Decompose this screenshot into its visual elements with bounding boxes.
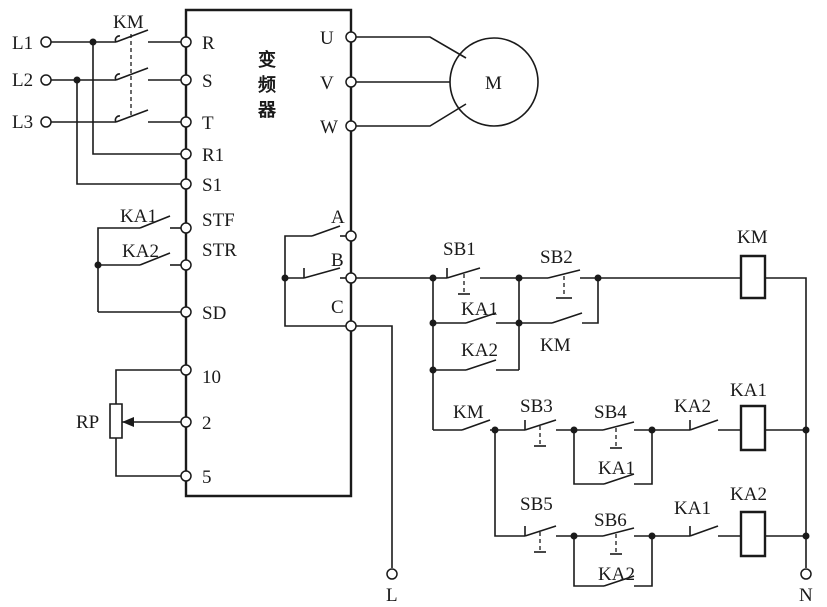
terminal-s-label: S xyxy=(202,71,213,92)
km-coil xyxy=(741,256,765,298)
ka1-stf-contact-label: KA1 xyxy=(120,206,157,227)
terminal-s1 xyxy=(181,179,191,189)
terminal-a-label: A xyxy=(331,207,345,228)
terminal-n-label: N xyxy=(799,585,813,606)
inverter-fault-relay: A B C xyxy=(281,207,357,331)
km-main-contact-label: KM xyxy=(113,12,144,33)
inverter-title-char-1: 变 xyxy=(258,49,276,71)
rp-wiper-arrow xyxy=(122,417,134,427)
km-coil-label: KM xyxy=(737,227,768,248)
terminal-w-label: W xyxy=(320,117,338,138)
terminal-r1 xyxy=(181,149,191,159)
ka2-coil xyxy=(741,512,765,556)
terminal-u xyxy=(346,32,356,42)
terminal-b-label: B xyxy=(331,250,344,271)
ka1-hold-label: KA1 xyxy=(598,458,635,479)
inverter-box xyxy=(186,10,351,496)
terminal-u-label: U xyxy=(320,28,334,49)
ka2-coil-label: KA2 xyxy=(730,484,767,505)
terminal-r xyxy=(181,37,191,47)
terminal-v xyxy=(346,77,356,87)
terminal-sd xyxy=(181,307,191,317)
supply-label-l3: L3 xyxy=(12,112,33,133)
motor-label: M xyxy=(485,73,502,94)
control-circuit: SB1 SB2 KM KA1 KA2 KM xyxy=(356,227,810,586)
km-series-contact-label: KM xyxy=(453,402,484,423)
terminal-s1-label: S1 xyxy=(202,175,222,196)
supply-terminals: L N xyxy=(356,326,813,606)
terminal-l-label: L xyxy=(386,585,398,606)
terminal-stf xyxy=(181,223,191,233)
inverter-title-char-3: 器 xyxy=(257,100,277,121)
ka2-str-contact-label: KA2 xyxy=(122,241,159,262)
sb3-label: SB3 xyxy=(520,396,553,417)
ka1-coil-label: KA1 xyxy=(730,380,767,401)
inverter-title-char-2: 频 xyxy=(258,74,276,96)
supply-terminal-l2 xyxy=(41,75,51,85)
terminal-r1-label: R1 xyxy=(202,145,224,166)
sb5-label: SB5 xyxy=(520,494,553,515)
km-hold-contact-label: KM xyxy=(540,335,571,356)
terminal-v-label: V xyxy=(320,73,334,94)
terminal-w xyxy=(346,121,356,131)
terminal-10-label: 10 xyxy=(202,367,221,388)
terminal-s xyxy=(181,75,191,85)
rp-label: RP xyxy=(76,412,99,433)
terminal-t-label: T xyxy=(202,113,214,134)
supply-label-l2: L2 xyxy=(12,70,33,91)
terminal-5 xyxy=(181,471,191,481)
terminal-l xyxy=(387,569,397,579)
ka2-interlock-label: KA2 xyxy=(461,340,498,361)
sb4-label: SB4 xyxy=(594,402,627,423)
sb2-label: SB2 xyxy=(540,247,573,268)
terminal-r-label: R xyxy=(202,33,215,54)
supply-label-l1: L1 xyxy=(12,33,33,54)
terminal-5-label: 5 xyxy=(202,467,212,488)
potentiometer-rp: 10 2 5 RP xyxy=(76,365,221,488)
terminal-t xyxy=(181,117,191,127)
terminal-a xyxy=(346,231,356,241)
ka2-nc-interlock-label: KA2 xyxy=(674,396,711,417)
terminal-sd-label: SD xyxy=(202,303,226,324)
sb6-label: SB6 xyxy=(594,510,627,531)
motor xyxy=(450,38,538,126)
inverter-input-terminals: R S T R1 S1 xyxy=(181,33,224,196)
terminal-2-label: 2 xyxy=(202,413,212,434)
terminal-c-label: C xyxy=(331,297,344,318)
terminal-str-label: STR xyxy=(202,240,237,261)
terminal-str xyxy=(181,260,191,270)
terminal-2 xyxy=(181,417,191,427)
ka1-nc-interlock-label: KA1 xyxy=(674,498,711,519)
rp-resistor-body xyxy=(110,404,122,438)
ka1-interlock-label: KA1 xyxy=(461,299,498,320)
supply-input: L1 L2 L3 KM xyxy=(12,12,181,184)
direction-control: STF STR SD KA1 KA2 xyxy=(94,206,237,324)
terminal-n xyxy=(801,569,811,579)
supply-terminal-l1 xyxy=(41,37,51,47)
supply-terminal-l3 xyxy=(41,117,51,127)
terminal-stf-label: STF xyxy=(202,210,235,231)
ka1-coil xyxy=(741,406,765,450)
terminal-c xyxy=(346,321,356,331)
sb1-label: SB1 xyxy=(443,239,476,260)
terminal-10 xyxy=(181,365,191,375)
ka2-hold-label: KA2 xyxy=(598,564,635,585)
terminal-b xyxy=(346,273,356,283)
motor-output: U V W M xyxy=(320,28,538,138)
